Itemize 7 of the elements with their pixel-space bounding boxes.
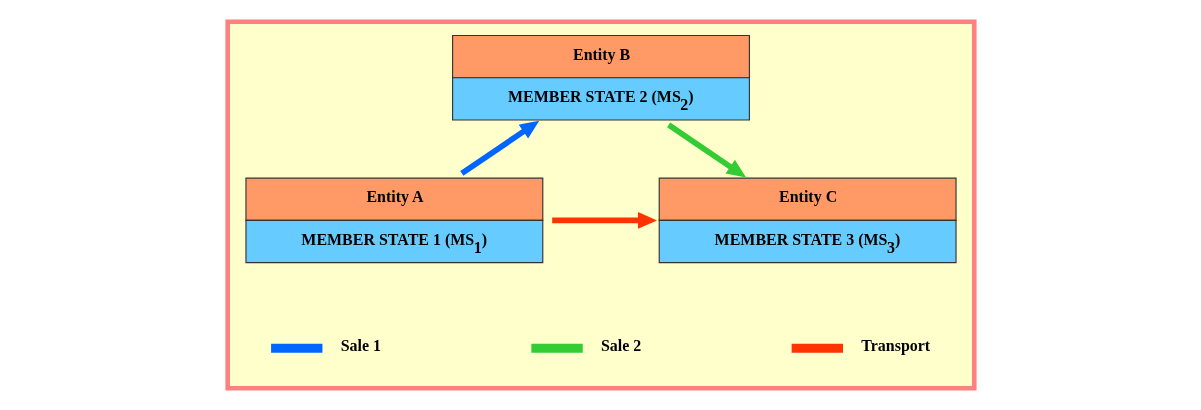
arrow bbox=[551, 212, 657, 229]
arrow bbox=[459, 120, 539, 176]
legend-label: Transport bbox=[860, 337, 930, 355]
cluster bbox=[224, 19, 977, 391]
legend-label: Sale 1 bbox=[340, 337, 381, 355]
arrow bbox=[666, 122, 746, 178]
legend-label: Sale 2 bbox=[600, 337, 641, 355]
